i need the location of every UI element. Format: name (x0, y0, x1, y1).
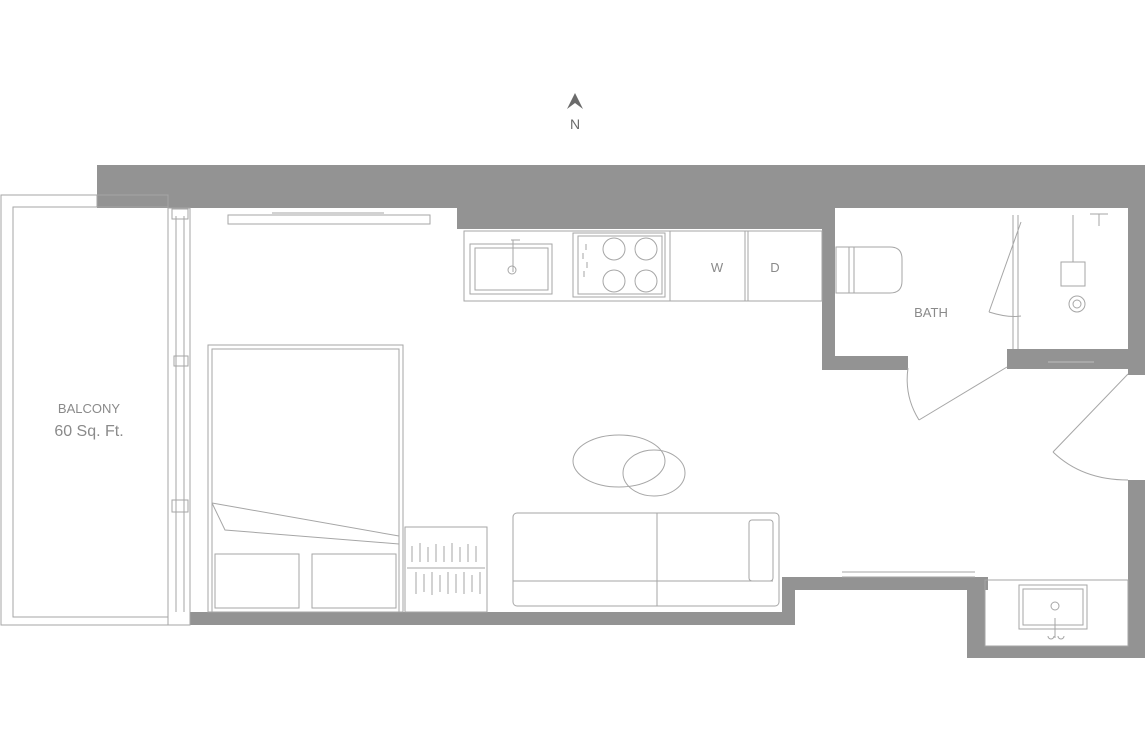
balcony-area: 60 Sq. Ft. (54, 423, 123, 440)
shower (988, 213, 1108, 363)
north-arrow-icon (567, 93, 583, 109)
sliding-door (167, 207, 191, 626)
coffee-table-icon (572, 434, 686, 497)
entry-door (1052, 373, 1129, 481)
compass-label: N (570, 116, 580, 132)
bath-door (906, 366, 1008, 421)
vanity-sink-icon (984, 579, 1129, 647)
sofa-icon (512, 512, 780, 607)
bed-icon (207, 344, 404, 613)
walls (97, 165, 1145, 658)
dryer-label: D (770, 260, 779, 275)
shelf (842, 571, 975, 578)
window-sill (227, 212, 431, 225)
cooktop-icon (572, 232, 666, 298)
kitchen-counter (463, 230, 823, 302)
balcony-label: BALCONY (58, 401, 120, 416)
toilet-icon (835, 246, 903, 294)
washer-label: W (711, 260, 724, 275)
closet-icon (404, 526, 488, 613)
bath-label: BATH (914, 305, 948, 320)
